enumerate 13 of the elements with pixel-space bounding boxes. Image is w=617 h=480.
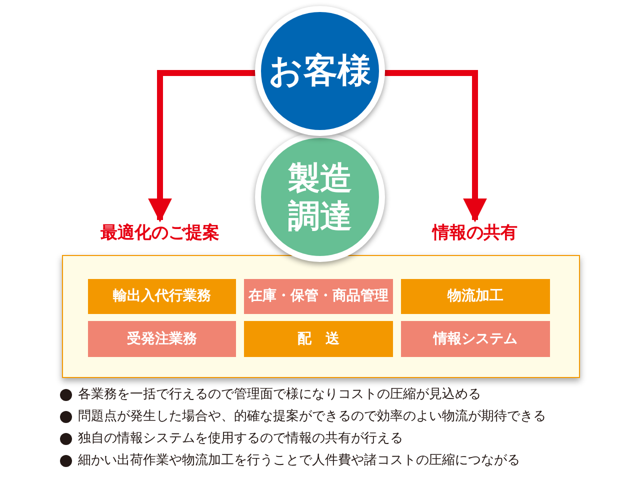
service-panel	[62, 255, 580, 378]
service-box: 在庫・保管・商品管理	[244, 279, 393, 314]
service-box: 輸出入代行業務	[88, 279, 236, 314]
note-text: 独自の情報システムを使用するので情報の共有が行える	[78, 430, 403, 448]
service-box: 情報システム	[401, 321, 550, 357]
arrow-label: 最適化のご提案	[80, 222, 240, 246]
service-box: 受発注業務	[88, 321, 236, 357]
note-text: 各業務を一括で行えるので管理面で様になりコストの圧縮が見込める	[78, 386, 481, 404]
service-box: 配 送	[244, 321, 393, 357]
note-text: 細かい出荷作業や物流加工を行うことで人件費や諸コストの圧縮につながる	[78, 452, 520, 470]
note-text: 問題点が発生した場合や、的確な提案ができるので効率のよい物流が期待できる	[78, 408, 546, 426]
service-box: 物流加工	[401, 279, 550, 314]
arrow-label: 情報の共有	[405, 222, 545, 246]
